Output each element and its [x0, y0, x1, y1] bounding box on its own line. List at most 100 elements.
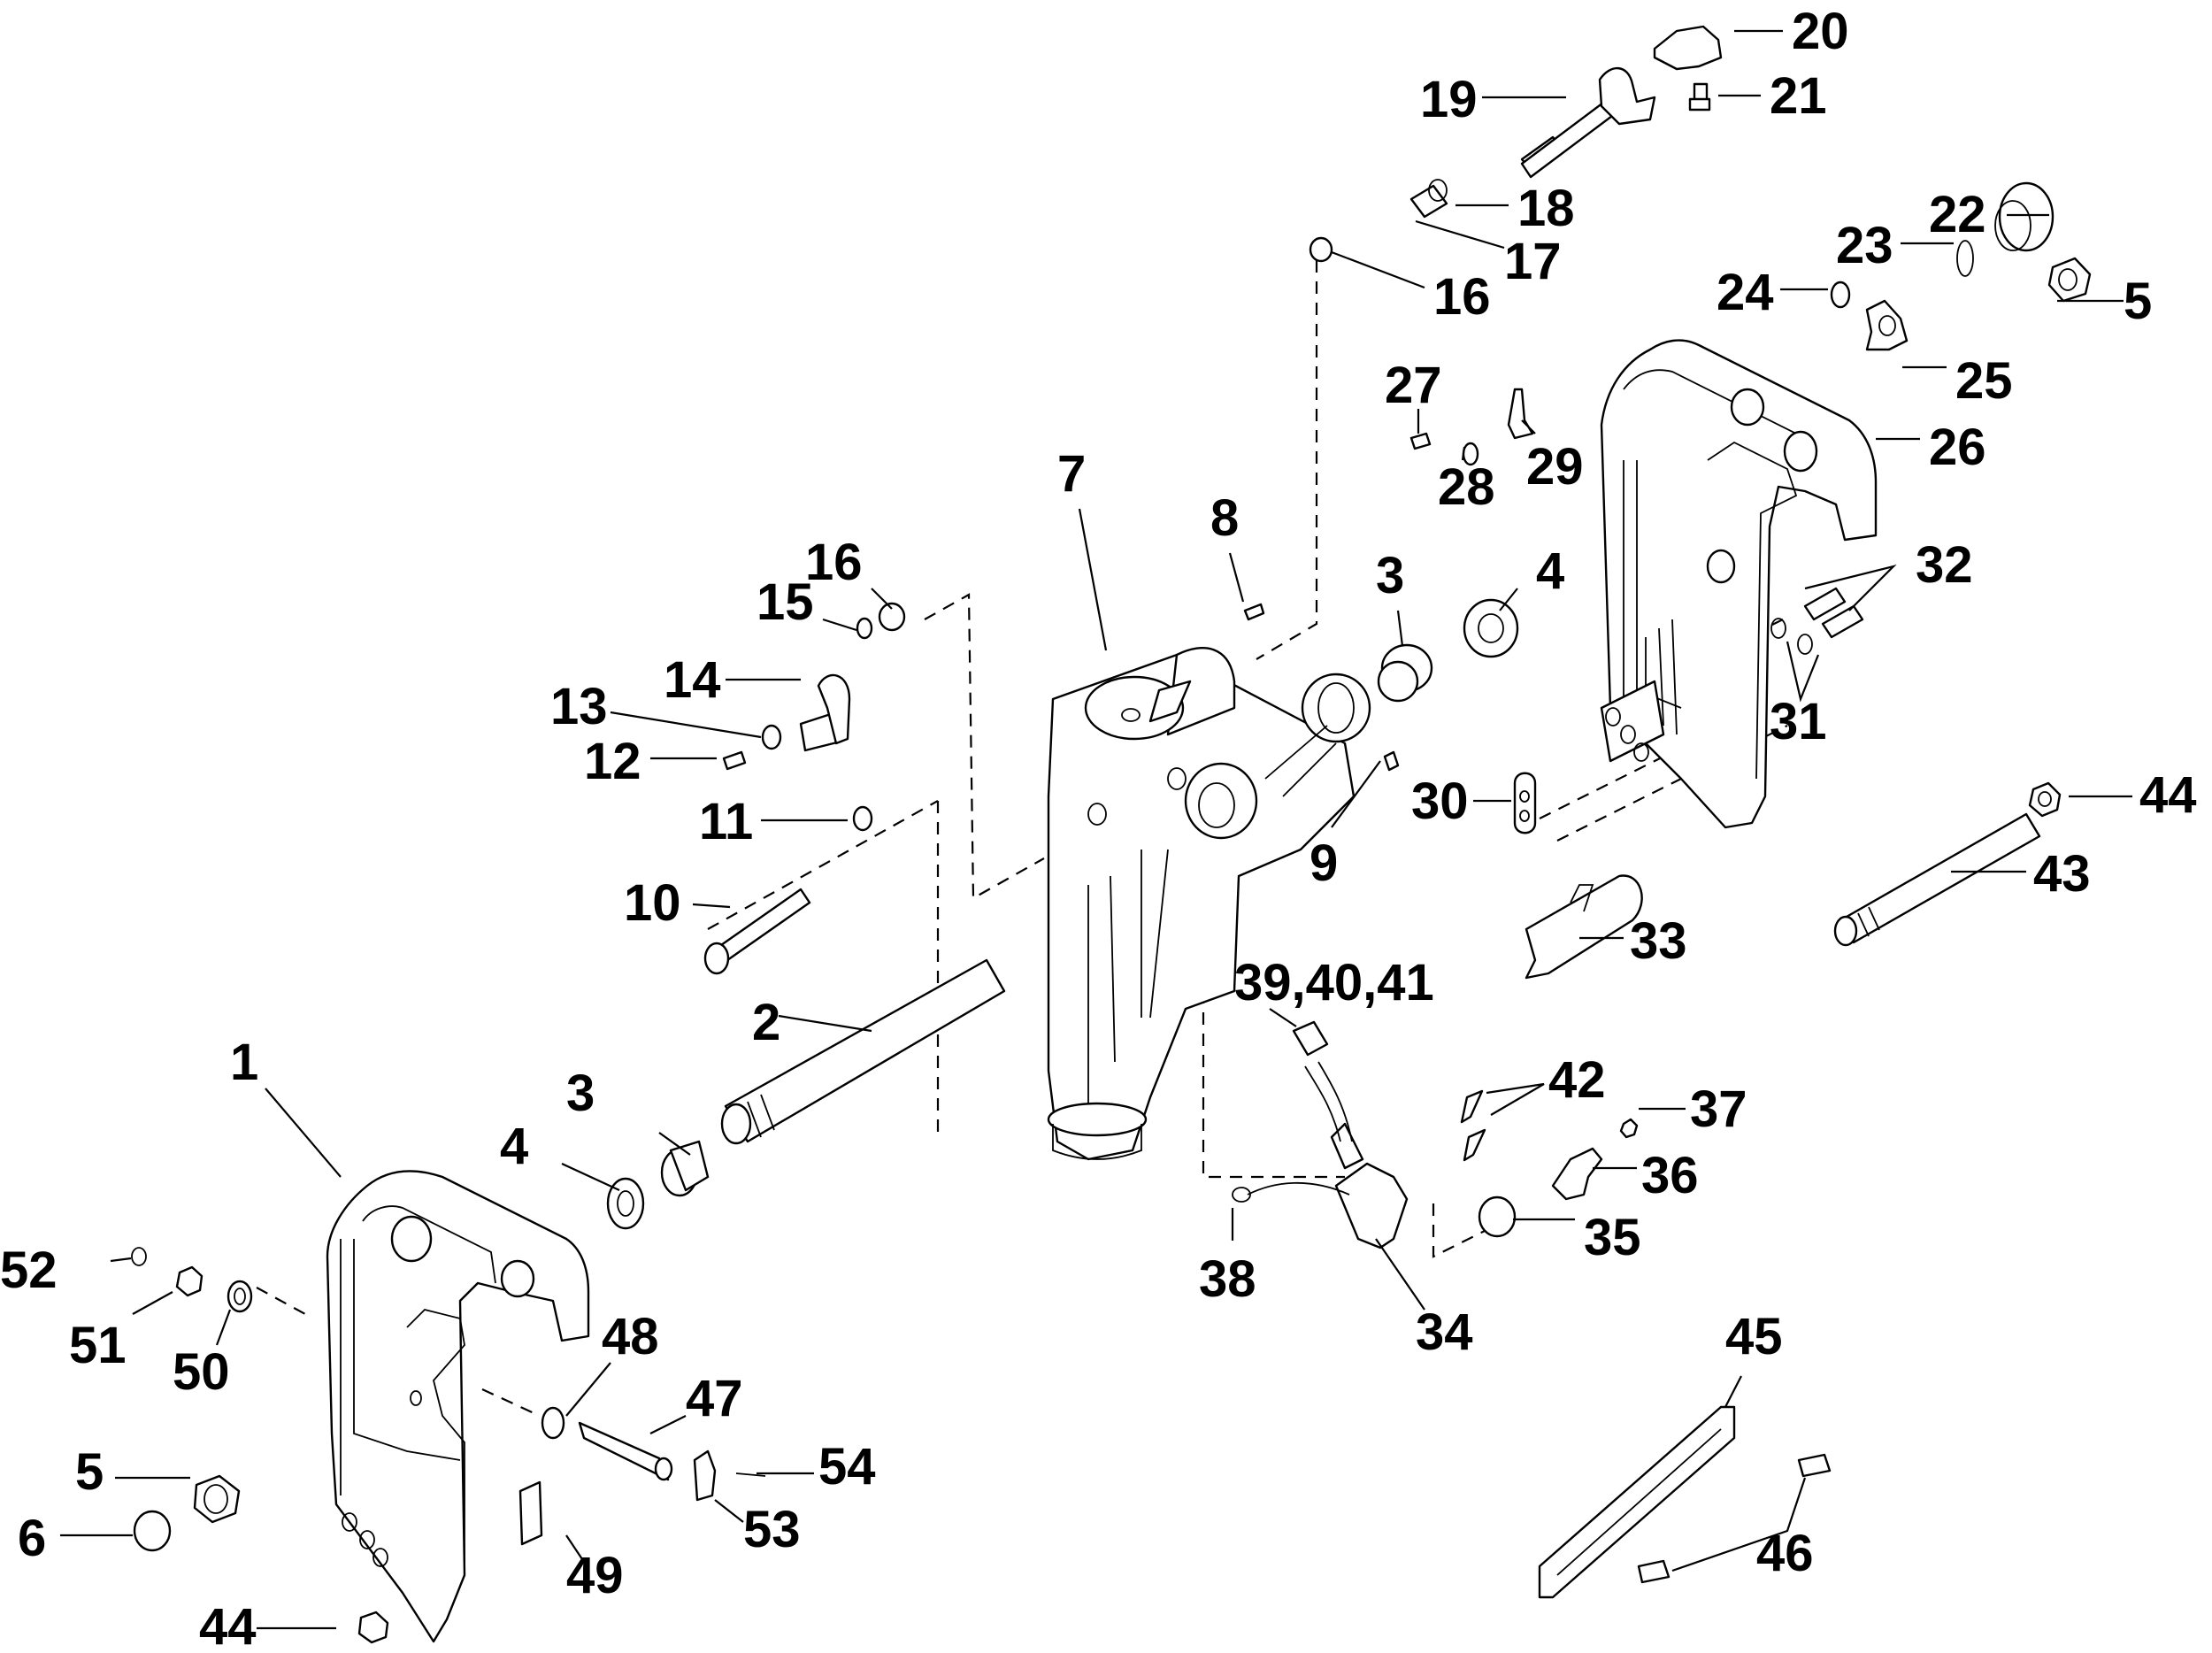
- label-51: 51: [69, 1317, 127, 1374]
- label-5-left: 5: [75, 1443, 104, 1501]
- guide-line-35: [1432, 1203, 1496, 1258]
- leader-10: [692, 903, 731, 909]
- leader-13: [610, 711, 762, 739]
- label-54: 54: [818, 1438, 876, 1495]
- leader-4-left: [561, 1163, 620, 1191]
- leader-2: [778, 1014, 872, 1033]
- leader-31: [1786, 641, 1820, 703]
- label-21: 21: [1770, 67, 1827, 125]
- part-19-shaft: [1520, 66, 1656, 179]
- leader-3-right: [1396, 610, 1404, 647]
- label-50: 50: [173, 1343, 230, 1401]
- label-10: 10: [624, 874, 681, 932]
- label-24: 24: [1717, 264, 1774, 321]
- guide-line-16-left: [924, 593, 1045, 900]
- label-16-right: 16: [1433, 268, 1491, 326]
- label-15: 15: [757, 573, 814, 631]
- leader-7: [1078, 508, 1108, 651]
- leader-3-left: [658, 1132, 691, 1156]
- leader-8: [1228, 552, 1245, 603]
- leader-28: [1461, 446, 1466, 461]
- leader-47: [649, 1415, 687, 1434]
- label-49: 49: [566, 1547, 624, 1604]
- label-36: 36: [1641, 1147, 1699, 1204]
- leader-15: [822, 618, 857, 632]
- label-52: 52: [0, 1242, 58, 1299]
- label-4-left: 4: [500, 1118, 528, 1175]
- label-2: 2: [752, 994, 780, 1051]
- label-27: 27: [1385, 357, 1442, 414]
- part-2-tilt-tube: [720, 958, 1006, 1145]
- label-22: 22: [1929, 186, 1986, 243]
- leader-46: [1671, 1477, 1807, 1572]
- label-32: 32: [1916, 536, 1973, 594]
- leader-17: [1415, 219, 1505, 250]
- label-35: 35: [1584, 1209, 1641, 1266]
- leader-4-right: [1499, 588, 1518, 611]
- leader-39-40-41: [1269, 1008, 1297, 1027]
- label-44-right: 44: [2139, 766, 2197, 824]
- label-20: 20: [1792, 3, 1849, 60]
- leader-52: [110, 1257, 132, 1263]
- leader-16-left: [871, 588, 893, 610]
- guide-line-48: [481, 1388, 541, 1417]
- guide-line-16-to-swivel: [1256, 239, 1318, 660]
- leader-50: [215, 1309, 232, 1346]
- leader-53: [714, 1499, 744, 1523]
- label-42: 42: [1548, 1051, 1606, 1109]
- label-38: 38: [1199, 1250, 1256, 1308]
- part-labels: 1 2 3 3 4 4 5 5 6 7 8 9 10 11 12 13 14 1…: [0, 3, 2197, 1653]
- part-1-clamp-bracket-left: [326, 1170, 590, 1643]
- label-39-40-41: 39,40,41: [1234, 954, 1434, 1011]
- label-3-left: 3: [566, 1065, 595, 1122]
- label-5-right: 5: [2124, 273, 2152, 330]
- label-16-left: 16: [805, 534, 863, 591]
- label-30: 30: [1411, 773, 1469, 830]
- label-47: 47: [686, 1370, 743, 1427]
- leader-9: [1331, 760, 1381, 828]
- leader-16-right: [1331, 250, 1425, 289]
- leader-32: [1804, 564, 1897, 611]
- part-43-tube: [1833, 812, 2041, 947]
- label-37: 37: [1690, 1080, 1747, 1138]
- label-33: 33: [1630, 912, 1687, 970]
- part-26-clamp-bracket-right: [1600, 339, 1878, 829]
- leader-48: [565, 1362, 611, 1417]
- leader-29: [1521, 419, 1536, 434]
- label-45: 45: [1725, 1308, 1783, 1365]
- label-23: 23: [1836, 217, 1893, 274]
- label-28: 28: [1438, 458, 1495, 516]
- leader-42: [1486, 1082, 1545, 1116]
- label-46: 46: [1756, 1525, 1814, 1582]
- label-9: 9: [1310, 834, 1338, 892]
- label-17: 17: [1504, 233, 1562, 290]
- label-31: 31: [1770, 693, 1827, 750]
- leader-1: [265, 1088, 342, 1178]
- label-18: 18: [1517, 180, 1575, 237]
- label-25: 25: [1955, 352, 2013, 410]
- label-26: 26: [1929, 419, 1986, 476]
- label-1: 1: [230, 1034, 258, 1091]
- label-8: 8: [1210, 489, 1239, 547]
- label-12: 12: [584, 733, 641, 790]
- label-19: 19: [1420, 71, 1478, 128]
- label-13: 13: [550, 678, 608, 735]
- leader-49: [565, 1534, 585, 1563]
- leader-51: [132, 1291, 173, 1315]
- label-53: 53: [743, 1501, 801, 1558]
- guide-line-50: [256, 1287, 306, 1315]
- leader-45: [1724, 1375, 1742, 1408]
- label-3-right: 3: [1376, 547, 1404, 604]
- leader-lines: [60, 29, 2132, 1630]
- guide-line-pin-10: [707, 800, 939, 930]
- label-14: 14: [664, 651, 721, 709]
- part-7-swivel-bracket: [1047, 647, 1371, 1161]
- label-7: 7: [1057, 445, 1086, 503]
- label-34: 34: [1416, 1303, 1473, 1361]
- part-10-pin: [703, 888, 811, 975]
- label-48: 48: [602, 1308, 659, 1365]
- label-29: 29: [1526, 438, 1584, 496]
- label-6: 6: [18, 1510, 46, 1567]
